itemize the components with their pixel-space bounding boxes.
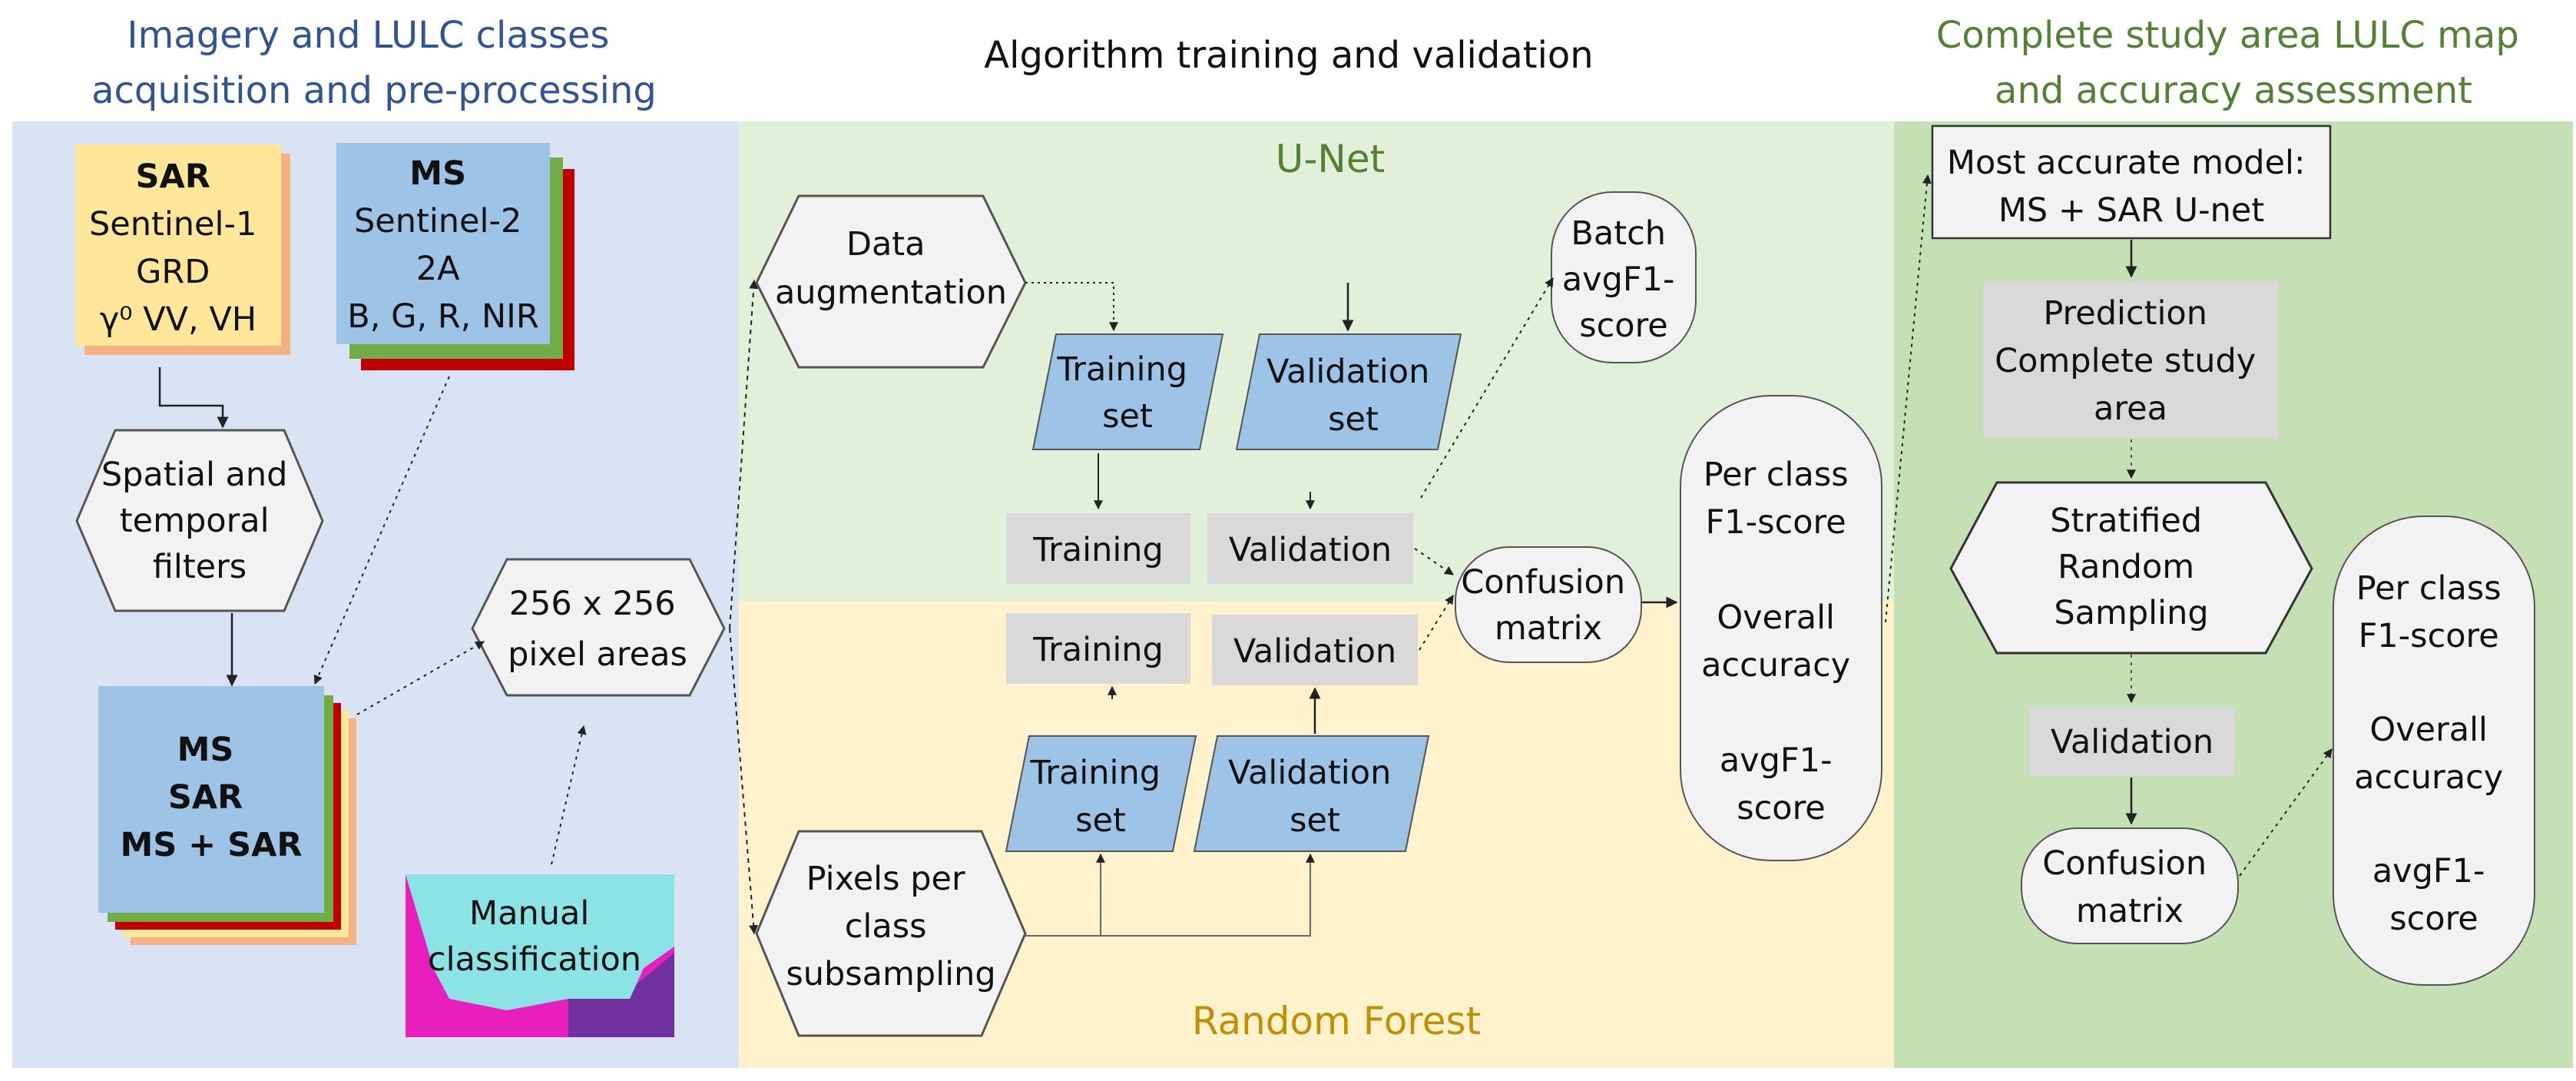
unet-training-step: Training [1006,513,1190,584]
augmentation-hexagon: Data augmentation [755,194,1027,369]
svg-text:Data augmentation: Data augmentation [775,225,1007,312]
svg-text:Validation: Validation [1233,632,1396,671]
dataset-stack: MS SAR MS + SAR [98,686,356,945]
svg-text:Spatial and temporal: Spatial and temporal filters [101,456,298,586]
unet-validation-set: Validation set [1235,333,1462,450]
arrow-manual-to-pixels [551,725,587,865]
svg-text:MS SAR MS + SAR: MS SAR MS + SAR [120,731,302,864]
rf-training-step: Training [1006,613,1190,684]
batch-score-box: Batch avgF1- score [1551,191,1697,363]
svg-text:Training set: Training set [1029,754,1170,840]
svg-text:Manual classification: Manual classification [428,894,641,979]
filters-hexagon: Spatial and temporal filters [75,429,324,612]
svg-text:MS Sentinel-2 2A: MS Sentinel-2 2A B, G, R, NIR [347,154,538,336]
svg-text:Batch avgF1- score: Batch avgF1- score [1562,214,1685,345]
sampling-hexagon: Stratified Random Sampling [1949,481,2313,655]
svg-text:Confusion matrix: Confusion matrix [1461,563,1636,648]
svg-text:Training set: Training set [1056,350,1197,436]
best-model-box: Most accurate model: MS + SAR U-net [1931,124,2332,240]
header-middle: Algorithm training and validation [984,34,1593,77]
sar-card: SAR Sentinel-1 GRD γ⁰ VV, VH [75,144,290,355]
arrow-metrics-to-bestmodel [1885,174,1932,623]
svg-text:Validation: Validation [1229,531,1392,569]
pixel-areas-hexagon: 256 x 256 pixel areas [471,558,726,697]
rf-validation-step: Validation [1212,615,1418,685]
arrow-subsampling-to-valset [1025,853,1315,937]
svg-text:Training: Training [1032,531,1164,569]
svg-text:Validation set: Validation set [1228,754,1402,840]
svg-text:Validation: Validation [2051,723,2213,761]
metrics-shared: Per class F1-score Overall accuracy avgF… [1680,395,1882,861]
arrow-rf-validation-to-confusion [1419,594,1454,651]
arrow-sar-to-filters [158,367,229,429]
header-left: Imagery and LULC classes acquisition and… [91,14,657,112]
svg-text:Confusion matrix: Confusion matrix [2042,844,2217,930]
section-unet: U-Net [1276,137,1385,181]
manual-classification-map: Manual classification [406,874,674,1037]
svg-text:Pixels per class s: Pixels per class subsampling [786,860,995,993]
arrow-pixels-to-augmentation [729,279,759,629]
arrow-stack-to-pixels [356,641,485,715]
header-right: Complete study area LULC map and accurac… [1936,14,2531,112]
svg-text:Prediction Complete stud: Prediction Complete study area [1995,294,2266,428]
arrow-aug-to-trainset [1025,282,1118,332]
prediction-box: Prediction Complete study area [1983,281,2279,438]
final-metrics: Per class F1-score Overall accuracy avgF… [2333,516,2535,986]
svg-text:Stratified Random: Stratified Random Sampling [2050,502,2213,632]
svg-text:Per class F1-score: Per class F1-score Overall accuracy avgF… [1701,456,1861,827]
final-confusion-matrix: Confusion matrix [2021,827,2239,944]
section-random-forest: Random Forest [1192,999,1481,1043]
svg-text:Training: Training [1032,631,1164,669]
unet-training-set: Training set [1031,333,1224,450]
ms-card: MS Sentinel-2 2A B, G, R, NIR [336,143,574,370]
arrow-confusion-to-final-metrics [2239,748,2333,877]
confusion-matrix-shared: Confusion matrix [1455,546,1642,663]
svg-text:Validation set: Validation set [1266,353,1440,439]
subsampling-hexagon: Pixels per class subsampling [755,830,1027,1037]
final-validation-step: Validation [2029,707,2235,776]
svg-text:Per class F1-score: Per class F1-score Overall accuracy avgF… [2354,569,2514,938]
svg-text:Most accurate model: MS: Most accurate model: MS + SAR U-net [1947,144,2316,230]
arrow-unet-validation-to-confusion [1414,548,1454,575]
svg-text:256 x 256 pixel areas: 256 x 256 pixel areas [508,585,687,674]
rf-training-set: Training set [1005,735,1197,852]
unet-validation-step: Validation [1207,513,1413,584]
svg-text:SAR Sentinel-1 GRD: SAR Sentinel-1 GRD γ⁰ VV, VH [89,158,267,339]
rf-validation-set: Validation set [1193,735,1430,852]
arrow-ms-to-stack [313,376,450,685]
